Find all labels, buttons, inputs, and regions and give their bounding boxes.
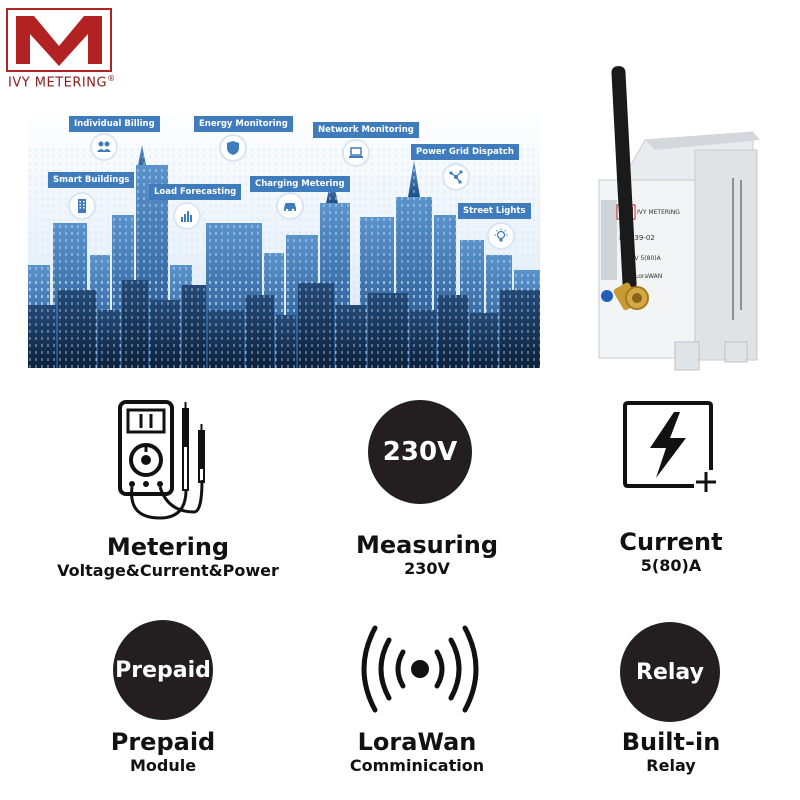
tag-load-forecasting: Load Forecasting xyxy=(149,184,242,200)
voltage-badge: 230V xyxy=(368,400,472,504)
tag-network-monitoring: Network Monitoring xyxy=(313,122,419,138)
city-banner: Individual Billing Energy Monitoring Net… xyxy=(28,105,540,368)
feature-lorawan: LoraWan Comminication xyxy=(297,728,537,776)
tag-charging-metering: Charging Metering xyxy=(250,176,350,192)
bulb-icon xyxy=(489,224,513,248)
feature-measuring: Measuring 230V xyxy=(307,531,547,579)
feature-prepaid: Prepaid Module xyxy=(43,728,283,776)
laptop-icon xyxy=(344,141,368,165)
feature-title: Metering xyxy=(106,533,230,561)
brand-logo xyxy=(6,8,112,72)
feature-relay: Built-in Relay xyxy=(551,728,791,776)
tag-individual-billing: Individual Billing xyxy=(69,116,160,132)
tag-smart-buildings: Smart Buildings xyxy=(48,172,135,188)
feature-subtitle: Module xyxy=(129,756,197,775)
prepaid-badge: Prepaid xyxy=(113,620,213,720)
feature-title: Built-in xyxy=(621,728,721,756)
car-icon xyxy=(278,194,302,218)
feature-title: Measuring xyxy=(355,531,499,559)
brand-name: IVY METERING® xyxy=(8,74,116,91)
shield-icon xyxy=(221,136,245,160)
meter-front-logo: IVY METERING xyxy=(637,209,680,216)
meter-device-image: IVY METERING I14039-02 230V 5(80)A LoraW… xyxy=(598,66,760,371)
city-skyline xyxy=(28,105,540,368)
lightning-icon xyxy=(623,401,716,492)
feature-subtitle: Relay xyxy=(646,756,696,775)
tag-energy-monitoring: Energy Monitoring xyxy=(194,116,293,132)
meter-rating: 230V 5(80)A xyxy=(623,255,662,262)
network-icon xyxy=(444,165,468,189)
meter-protocol: LoraWAN xyxy=(635,273,662,280)
feature-subtitle: Voltage&Current&Power xyxy=(57,561,279,580)
bar-chart-icon xyxy=(175,204,199,228)
feature-current: Current 5(80)A xyxy=(551,528,791,576)
tag-street-lights: Street Lights xyxy=(458,203,531,219)
meter-model: I14039-02 xyxy=(619,234,655,242)
multimeter-icon xyxy=(118,400,205,520)
people-icon xyxy=(92,135,116,159)
feature-subtitle: 230V xyxy=(404,559,450,578)
wireless-signal-icon xyxy=(361,625,479,713)
feature-title: LoraWan xyxy=(357,728,477,756)
feature-title: Prepaid xyxy=(110,728,216,756)
feature-title: Current xyxy=(619,528,723,556)
relay-badge: Relay xyxy=(620,622,720,722)
feature-subtitle: 5(80)A xyxy=(640,556,702,575)
tag-power-grid-dispatch: Power Grid Dispatch xyxy=(411,144,519,160)
feature-metering: Metering Voltage&Current&Power xyxy=(48,533,288,581)
feature-subtitle: Comminication xyxy=(349,756,485,775)
building-icon xyxy=(70,194,94,218)
